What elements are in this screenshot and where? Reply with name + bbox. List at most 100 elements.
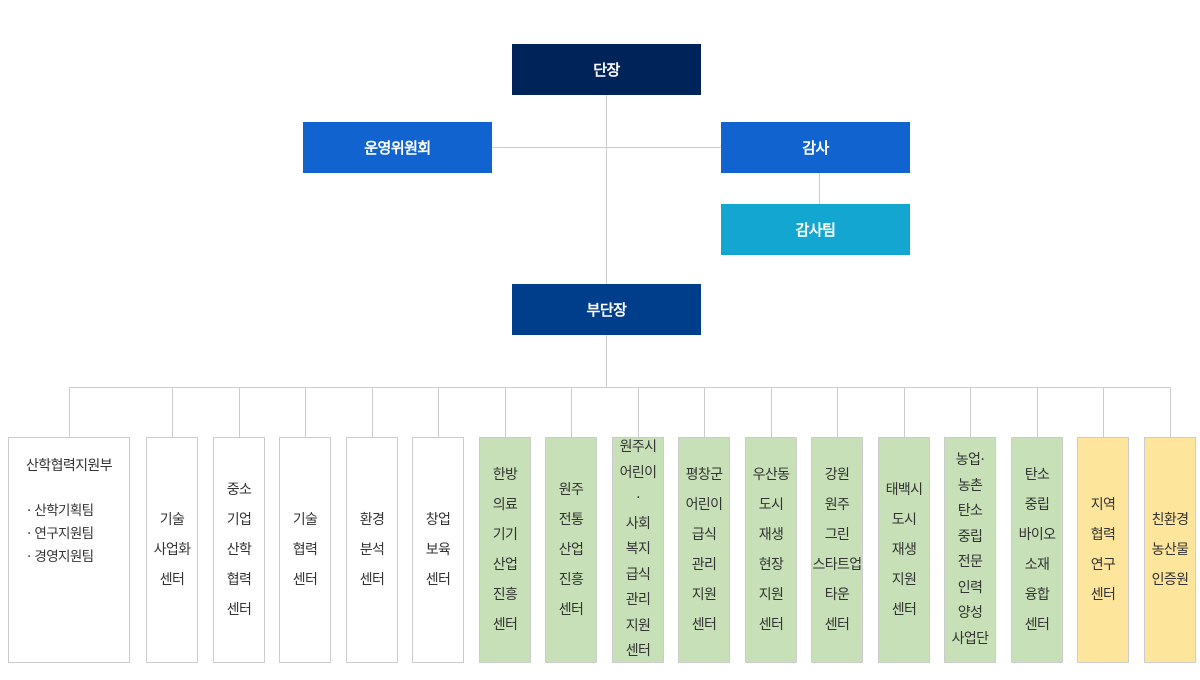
team-item: · 경영지원팀 [27,549,94,565]
team-item: · 산학기획팀 [27,503,94,519]
audit-team-box[interactable]: 감사팀 [721,204,910,255]
center-label-line: 농촌 [957,477,983,494]
center-label-line: 센터 [691,617,717,633]
deputy-label: 부단장 [586,301,627,319]
center-label-line: 관리 [691,557,717,573]
center-label-line: 센터 [758,617,784,633]
team-list: · 산학기획팀 · 연구지원팀 · 경영지원팀 [9,500,94,569]
center-label-line: 원주 [824,497,850,513]
audit-box[interactable]: 감사 [721,122,910,173]
center-label-line: 진흥 [492,587,518,603]
connector-drop [1103,387,1104,437]
center-label-line: 중소 [226,482,252,498]
center-label-line: · [636,490,640,507]
center-label-line: 센터 [1024,617,1050,633]
center-label-line: 바이오 [1018,527,1056,543]
connector-drop [69,387,70,437]
center-label-line: 센터 [292,572,318,588]
center-label-line: 관리 [625,592,651,609]
center-label-line: 센터 [1090,587,1116,603]
center-label-line: 급식 [691,527,717,543]
center-label-line: 복지 [625,541,651,558]
center-label-line: 소재 [1024,557,1050,573]
center-label-line: 기술 [292,512,318,528]
connector-drop [372,387,373,437]
center-label-line: 강원 [824,467,850,483]
head-box[interactable]: 단장 [512,44,701,95]
center-label-line: 인력 [957,579,983,596]
center-label-line: 지원 [758,587,784,603]
center-label-line: 인증원 [1151,572,1189,588]
team-item: · 연구지원팀 [27,526,94,542]
center-label-line: 산업 [492,557,518,573]
center-label-line: 연구 [1090,557,1116,573]
connector-drop [1037,387,1038,437]
connector-drop [438,387,439,437]
connector-drop [172,387,173,437]
center-label-line: 급식 [625,566,651,583]
center-label-line: 농업· [955,452,985,468]
connector-drop [305,387,306,437]
center-label-line: 협력 [292,542,318,558]
center-label-line: 의료 [492,497,518,513]
center-label-line: 진흥 [558,572,584,588]
center-label-line: 어린이 [685,497,723,513]
center-label-line: 사업화 [153,542,191,558]
center-label-line: 원주 [558,482,584,498]
center-label-line: 센터 [425,572,451,588]
center-label-line: 평창군 [685,467,723,483]
center-label-line: 센터 [492,617,518,633]
center-label-line: 전통 [558,512,584,528]
center-label-line: 지역 [1090,497,1116,513]
center-label-line: 우산동 [752,467,790,483]
center-label-line: 타운 [824,587,850,603]
center-label-line: 재생 [758,527,784,543]
center-label-line: 지원 [891,572,917,588]
head-label: 단장 [593,61,620,79]
connector-horizontal-bar [69,387,1171,388]
center-label-line: 중립 [1024,497,1050,513]
center-label-line: 도시 [891,512,917,528]
connector-drop [505,387,506,437]
connector-drop [771,387,772,437]
center-label-line: 협력 [1090,527,1116,543]
center-label-line: 센터 [226,602,252,618]
center-label-line: 그린 [824,527,850,543]
center-label-line: 융합 [1024,587,1050,603]
center-label-line: 센터 [891,602,917,618]
connector-head-to-bar [606,95,607,387]
center-label-line: 어린이 [619,464,657,481]
connector-drop [1170,387,1171,437]
department-box[interactable]: 산학협력지원부 · 산학기획팀 · 연구지원팀 · 경영지원팀 [8,437,130,663]
center-label-line: 기술 [159,512,185,528]
center-label-line: 현장 [758,557,784,573]
committee-box[interactable]: 운영위원회 [303,122,492,173]
connector-audit-to-team [819,173,820,204]
center-label-line: 한방 [492,467,518,483]
deputy-box[interactable]: 부단장 [512,284,701,335]
center-label-line: 센터 [359,572,385,588]
center-label-line: 농산물 [1151,542,1189,558]
committee-label: 운영위원회 [364,139,431,157]
center-label-line: 센터 [558,602,584,618]
center-label-line: 탄소 [957,503,983,519]
center-label-line: 스타트업 [812,557,862,573]
center-label-line: 원주시 [619,439,657,456]
center-label-line: 중립 [957,528,983,545]
